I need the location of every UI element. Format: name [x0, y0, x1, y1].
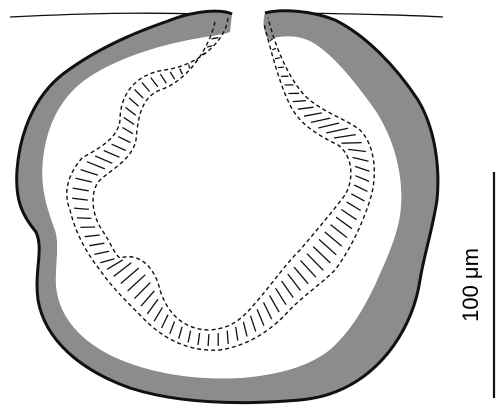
inner-body	[42, 32, 401, 378]
scale-bar-label: 100 μm	[458, 248, 483, 322]
hatch-stroke	[77, 218, 92, 219]
hatch-stroke	[342, 143, 362, 144]
hatch-stroke	[189, 65, 190, 69]
hatch-stroke	[278, 67, 284, 68]
scale-bar: 100 μm	[458, 172, 494, 398]
hatch-stroke	[208, 334, 209, 346]
hatch-stroke	[293, 101, 306, 102]
surface-line-left	[10, 13, 200, 17]
